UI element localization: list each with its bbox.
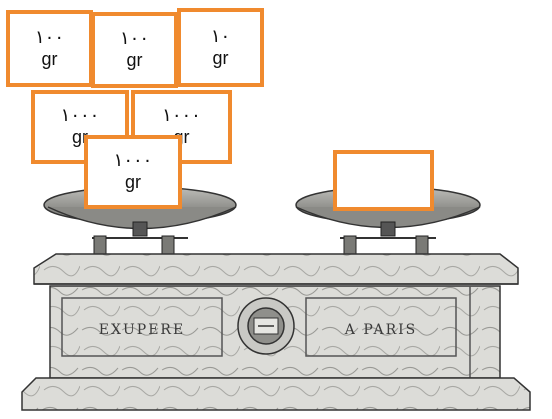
weight-value: ١٠٠٠: [60, 105, 100, 126]
weight-value: ١٠٠٠: [113, 150, 153, 171]
weight-unit: gr: [124, 172, 141, 192]
engraving-right: A PARIS: [344, 322, 417, 338]
scale-base: [21, 377, 531, 411]
weight-unit: gr: [126, 50, 143, 70]
weight-card[interactable]: ١٠٠٠ gr: [31, 90, 129, 164]
weight-value: ١٠٠: [119, 28, 149, 49]
weight-value: ١٠٠: [34, 26, 64, 48]
weight-unit: gr: [212, 47, 229, 68]
weight-value: ١٠: [210, 25, 231, 47]
scale-top-slab: [33, 253, 519, 285]
weight-unit: gr: [71, 127, 88, 147]
weight-card[interactable]: ١٠ gr: [177, 8, 264, 87]
weight-unit: gr: [41, 48, 58, 69]
weight-card[interactable]: ١٠٠٠ gr: [84, 135, 182, 209]
engraving-left: EXUPERE: [99, 322, 185, 338]
weight-card[interactable]: ١٠٠ gr: [91, 12, 178, 88]
weight-card[interactable]: ١٠٠ gr: [6, 10, 93, 87]
weight-value: ١٠٠٠: [162, 105, 201, 126]
answer-drop-box[interactable]: [333, 150, 434, 211]
